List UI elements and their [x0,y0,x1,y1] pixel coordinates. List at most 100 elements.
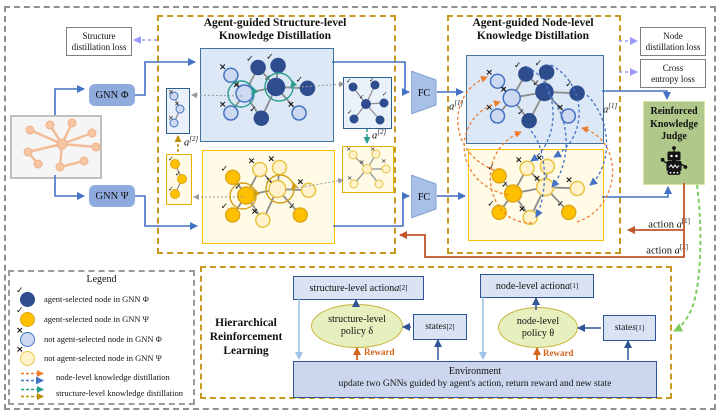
fc2-label: FC [418,192,431,203]
svg-text:✓: ✓ [532,79,540,89]
svg-text:✓: ✓ [246,55,254,65]
svg-text:✓: ✓ [487,163,495,173]
reward-label-node: Reward [543,348,574,358]
svg-text:×: × [556,103,564,113]
a1-label-left: a[1] [449,99,464,113]
svg-text:×: × [265,176,273,186]
svg-text:✓: ✓ [535,59,543,69]
svg-text:×: × [219,62,227,72]
node-graph-phi: ×✓✓×✓✓×✓× [466,55,604,144]
svg-text:×: × [251,207,259,217]
svg-text:×: × [486,68,494,78]
svg-text:✓: ✓ [369,78,374,84]
legend-item-unselected-phi: × not agent-selected node in GNN Φ [16,326,162,347]
state-s2-box: state s[2] [413,314,467,340]
svg-text:×: × [486,103,494,113]
legend-title: Legend [86,274,117,285]
svg-text:×: × [381,157,386,165]
fc1-label: FC [418,88,431,99]
svg-text:✓: ✓ [517,108,525,118]
hrl-title: Hierarchical Reinforcement Learning [209,317,283,357]
gnn-psi-box: GNN Ψ [89,185,135,207]
node-kd-title: Agent-guided Node-level Knowledge Distil… [472,17,594,42]
mini-graph-selected-psi: ✓✓✓ [166,154,192,205]
svg-text:×: × [347,174,352,182]
input-graph [10,115,102,179]
legend-item-selected-psi: ✓ agent-selected node in GNN Ψ [16,306,149,327]
svg-text:×: × [233,81,241,91]
svg-text:✓: ✓ [557,199,565,209]
structure-action-box: structure-level action a[2] [293,276,424,300]
svg-text:✓: ✓ [347,108,352,116]
a1-label-right: a[1] [603,102,618,116]
robot-icon [660,145,688,175]
svg-text:×: × [535,153,543,163]
svg-text:×: × [219,100,227,110]
svg-text:×: × [515,155,523,165]
svg-text:✓: ✓ [266,53,274,63]
svg-text:×: × [267,155,275,165]
mini-graph-unselected-phi: ××× [166,88,190,134]
unselected-psi-node-icon: × [16,345,35,366]
legend-item-node-kd: node-level knowledge distillation [20,369,170,385]
svg-text:×: × [287,100,295,110]
svg-text:✓: ✓ [168,155,174,163]
input-graph-svg [23,118,100,172]
svg-text:×: × [168,89,174,96]
svg-text:×: × [565,175,573,185]
selected-phi-node-icon: ✓ [16,286,35,307]
svg-text:✓: ✓ [168,185,174,193]
a2-label-left: a[2] [184,135,199,149]
node-kd-arrows-icon [20,370,50,384]
svg-text:✓: ✓ [234,183,242,193]
svg-text:✓: ✓ [359,93,364,101]
selected-psi-node-icon: ✓ [16,306,35,327]
node-graph-psi: ✓ × × ✓ × × ✓ × ✓ [468,149,604,241]
node-action-box: node-level action a[1] [480,274,594,298]
svg-text:×: × [346,147,351,153]
svg-text:×: × [168,114,174,122]
svg-text:✓: ✓ [346,78,351,85]
a2-label-right: a[2] [372,128,387,142]
svg-text:×: × [248,157,256,167]
action-a1-label: action a[1] [648,217,690,231]
svg-text:✓: ✓ [175,170,181,178]
svg-text:✓: ✓ [565,80,573,90]
svg-text:×: × [359,158,364,166]
fc1-block: FC [411,71,437,114]
svg-text:×: × [533,174,541,184]
svg-text:✓: ✓ [264,74,272,84]
structure-kd-section [157,15,396,254]
legend: Legend ✓ agent-selected node in GNN Φ ✓ … [8,270,195,405]
svg-text:✓: ✓ [221,164,229,174]
svg-text:✓: ✓ [501,181,509,191]
svg-text:×: × [370,147,375,153]
legend-item-structure-kd: structure-level knowledge distillation [20,385,183,401]
svg-text:✓: ✓ [296,75,304,85]
structure-kd-title: Agent-guided Structure-level Knowledge D… [203,17,347,42]
svg-text:×: × [500,85,508,95]
gnn-phi-box: GNN Φ [89,84,135,106]
svg-text:×: × [174,100,180,108]
unselected-phi-node-icon: × [16,326,35,347]
action-a2-label: action a[2] [646,243,688,257]
mini-graph-selected-phi: ✓✓✓✓✓ [343,77,392,129]
state-s1-box: state s[1] [603,315,656,341]
svg-text:×: × [518,204,526,214]
outer-border [4,6,716,410]
svg-text:×: × [297,177,305,187]
structure-kd-arrows-icon [20,386,50,400]
svg-text:✓: ✓ [487,199,495,209]
structure-graph-psi: ✓××✓××✓×✓ [202,150,335,244]
legend-item-selected-phi: ✓ agent-selected node in GNN Φ [16,286,149,307]
hrl-section [200,266,672,399]
legend-item-unselected-psi: × not agent-selected node in GNN Ψ [16,345,162,366]
